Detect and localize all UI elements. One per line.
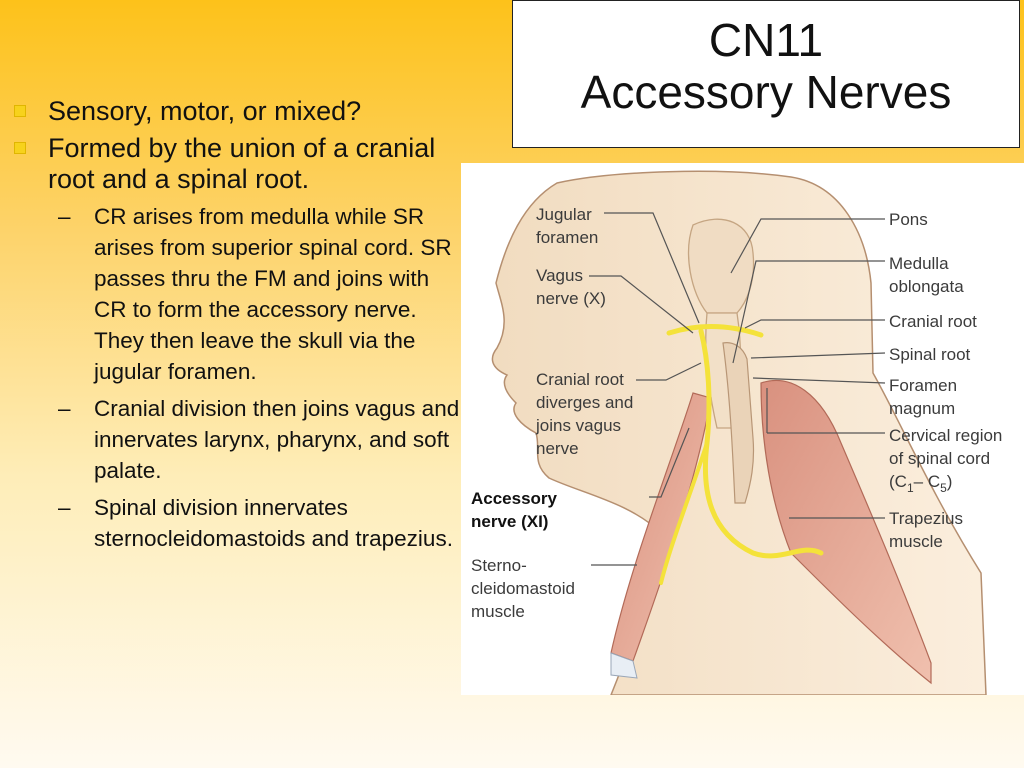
label-sternocleidomastoid: Sterno- cleidomastoid muscle bbox=[471, 556, 580, 621]
label-foramen-magnum: Foramen magnum bbox=[889, 376, 962, 418]
anatomy-figure: Jugular foramen Vagus nerve (X) Cranial … bbox=[461, 163, 1024, 695]
sub-bullet-text: Cranial division then joins vagus and in… bbox=[94, 396, 460, 483]
sub-bullet-item: – Cranial division then joins vagus and … bbox=[58, 393, 460, 486]
bullet-list: Sensory, motor, or mixed? Formed by the … bbox=[14, 96, 460, 560]
slide-title-box: CN11 Accessory Nerves bbox=[512, 0, 1020, 148]
sub-bullet-text: CR arises from medulla while SR arises f… bbox=[94, 204, 452, 384]
accessory-nerve-path bbox=[666, 324, 824, 559]
slide-title-line2: Accessory Nerves bbox=[580, 66, 952, 118]
label-vagus-nerve: Vagus nerve (X) bbox=[536, 266, 606, 308]
dash-marker: – bbox=[58, 396, 71, 421]
bullet-text: Formed by the union of a cranial root an… bbox=[48, 133, 436, 194]
leader-vagus bbox=[589, 275, 694, 334]
leader-jugular bbox=[604, 212, 700, 324]
dash-marker: – bbox=[58, 204, 71, 229]
label-trapezius-muscle: Trapezius muscle bbox=[889, 509, 968, 551]
leader-cranial-root-left bbox=[636, 362, 702, 381]
sub-bullet-item: – Spinal division innervates sternocleid… bbox=[58, 492, 460, 554]
dash-marker: – bbox=[58, 495, 71, 520]
leader-accessory bbox=[649, 427, 690, 498]
leader-foramen-magnum bbox=[752, 377, 886, 384]
slide-title-line1: CN11 bbox=[708, 14, 824, 66]
label-accessory-nerve: Accessory nerve (XI) bbox=[471, 489, 562, 531]
leader-pons bbox=[730, 218, 885, 274]
label-pons: Pons bbox=[889, 210, 928, 229]
label-medulla-oblongata: Medulla oblongata bbox=[889, 254, 964, 296]
leader-cranial-root-right bbox=[744, 319, 885, 329]
accessory-nerve-illustration: Jugular foramen Vagus nerve (X) Cranial … bbox=[471, 170, 1007, 695]
bullet-item: Formed by the union of a cranial root an… bbox=[14, 133, 460, 195]
leader-medulla bbox=[732, 260, 885, 364]
leader-cervical bbox=[766, 388, 885, 434]
bullet-text: Sensory, motor, or mixed? bbox=[48, 96, 362, 126]
sub-bullet-text: Spinal division innervates sternocleidom… bbox=[94, 495, 453, 551]
label-cervical-region: Cervical region of spinal cord bbox=[889, 426, 1007, 468]
square-bullet-icon bbox=[14, 105, 26, 117]
muscle-tendon bbox=[610, 652, 638, 679]
bullet-item: Sensory, motor, or mixed? bbox=[14, 96, 460, 127]
trapezius-muscle bbox=[760, 379, 932, 685]
leader-spinal-root bbox=[750, 352, 886, 359]
label-jugular-foramen: Jugular foramen bbox=[536, 205, 598, 247]
sub-bullet-item: – CR arises from medulla while SR arises… bbox=[58, 201, 460, 387]
square-bullet-icon bbox=[14, 142, 26, 154]
pons-shape bbox=[687, 218, 755, 314]
label-cervical-segments: (C1– C5) bbox=[889, 472, 952, 495]
label-cranial-root: Cranial root bbox=[889, 312, 977, 331]
label-spinal-root: Spinal root bbox=[889, 345, 971, 364]
sub-bullet-list: – CR arises from medulla while SR arises… bbox=[14, 201, 460, 554]
nerve-branch bbox=[659, 441, 709, 585]
label-cranial-root-diverges: Cranial root diverges and joins vagus ne… bbox=[535, 370, 638, 458]
spinal-cord-shape bbox=[722, 342, 755, 504]
